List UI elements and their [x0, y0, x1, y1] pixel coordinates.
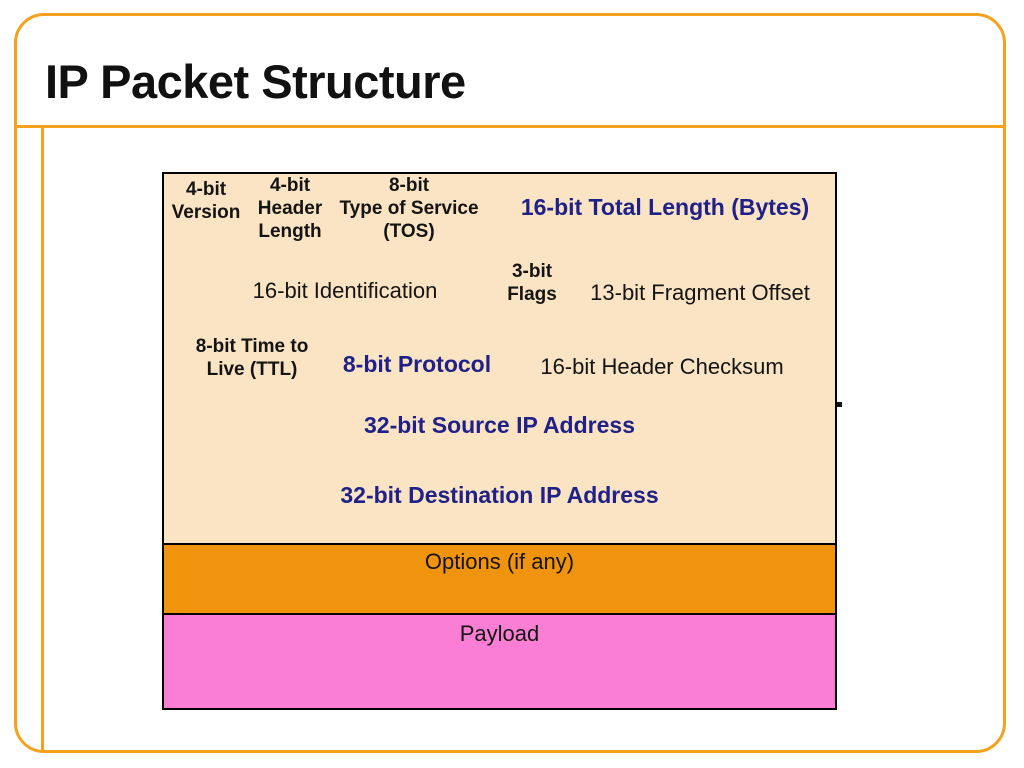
ip-header-section: 4-bit Version 4-bit Header Length 8-bit … — [164, 174, 835, 543]
field-source-ip: 32-bit Source IP Address — [364, 412, 635, 438]
stray-dot-mark — [837, 402, 842, 407]
field-protocol: 8-bit Protocol — [342, 351, 492, 377]
slide-border-frame — [14, 13, 1006, 753]
field-header-length: 4-bit Header Length — [257, 175, 323, 242]
ip-packet-diagram: 4-bit Version 4-bit Header Length 8-bit … — [162, 172, 837, 710]
field-flags: 3-bit Flags — [507, 261, 557, 305]
field-destination-ip: 32-bit Destination IP Address — [340, 482, 659, 508]
field-header-checksum: 16-bit Header Checksum — [540, 354, 784, 379]
field-version: 4-bit Version — [171, 179, 241, 223]
field-type-of-service: 8-bit Type of Service (TOS) — [339, 175, 479, 242]
field-time-to-live: 8-bit Time to Live (TTL) — [195, 336, 309, 380]
field-options: Options (if any) — [424, 549, 575, 574]
field-identification: 16-bit Identification — [252, 278, 438, 303]
field-payload: Payload — [459, 621, 540, 646]
title-divider-line — [14, 125, 1006, 128]
content-left-line — [41, 127, 44, 753]
field-fragment-offset: 13-bit Fragment Offset — [590, 280, 810, 305]
page-title: IP Packet Structure — [45, 55, 466, 108]
field-total-length: 16-bit Total Length (Bytes) — [520, 194, 810, 220]
options-section: Options (if any) — [164, 543, 835, 613]
payload-section: Payload — [164, 613, 835, 708]
